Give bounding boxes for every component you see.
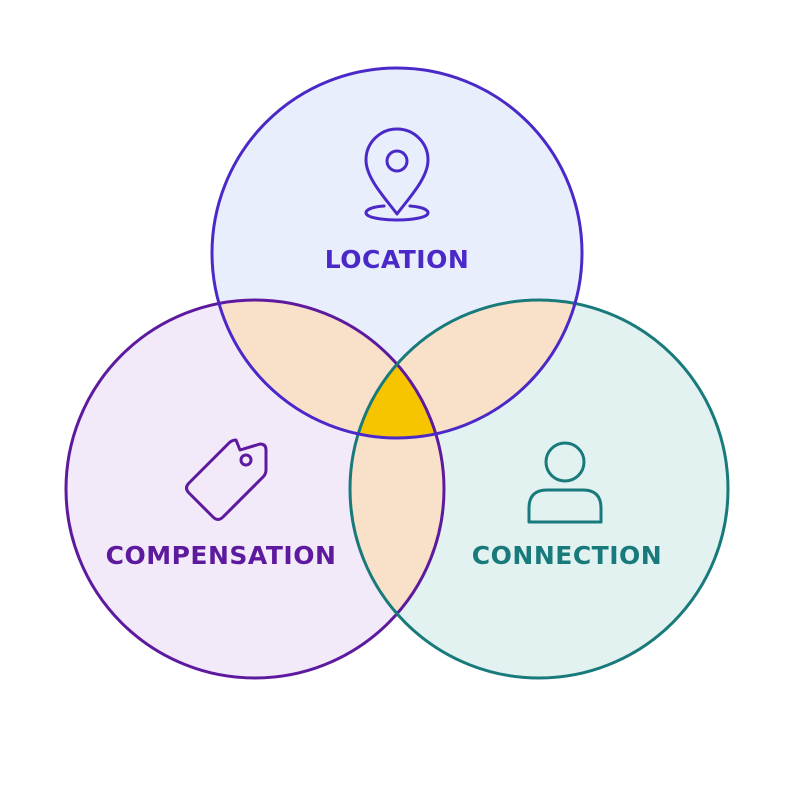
label-compensation: COMPENSATION xyxy=(106,541,337,570)
circle-compensation-outline xyxy=(64,298,446,680)
label-location: LOCATION xyxy=(325,245,470,274)
circle-location-outline xyxy=(210,66,584,440)
map-pin-icon xyxy=(364,127,430,222)
price-tag-icon xyxy=(185,438,268,521)
overlap-location-compensation xyxy=(212,300,444,438)
overlap-location-connection xyxy=(350,300,582,438)
circle-connection-outline xyxy=(348,298,730,680)
person-icon xyxy=(527,441,603,524)
label-connection: CONNECTION xyxy=(472,541,662,570)
